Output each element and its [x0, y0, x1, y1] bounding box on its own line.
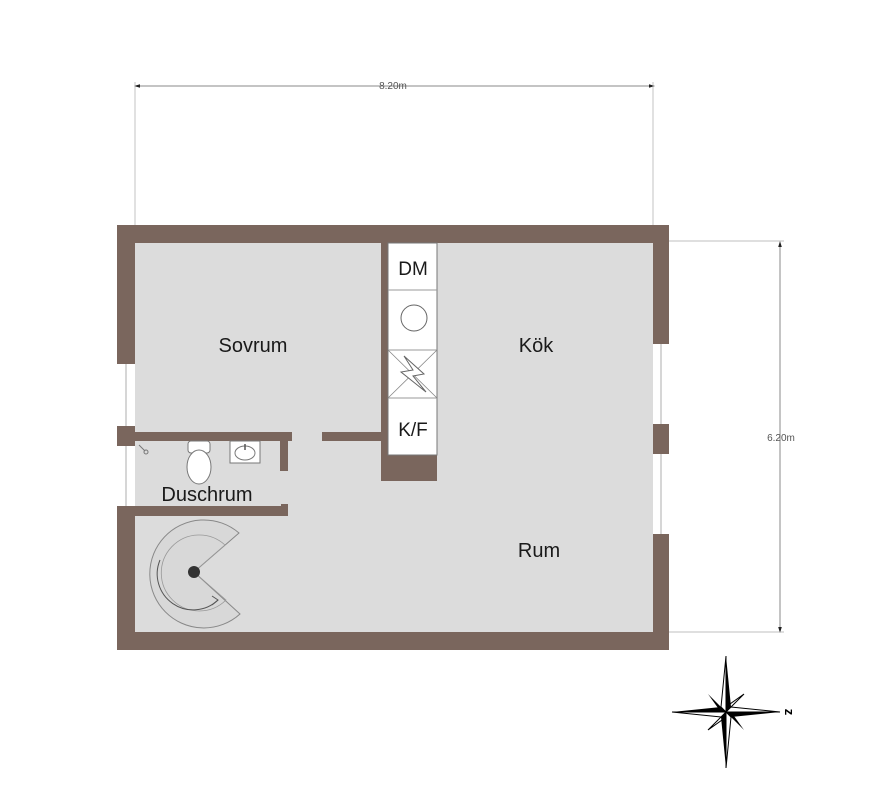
room-label-sovrum: Sovrum: [219, 335, 288, 357]
height-dimension-label: 6.20m: [767, 433, 795, 444]
oven-icon: [387, 349, 438, 399]
stove-icon: [400, 304, 428, 332]
kf-label: K/F: [398, 420, 428, 441]
width-dimension-label: 8.20m: [379, 81, 407, 92]
compass-rose-icon: [671, 655, 781, 769]
room-label-kok: Kök: [519, 335, 554, 357]
compass-north-label: z: [782, 709, 797, 716]
sink-icon: [229, 440, 261, 464]
toilet-icon: [186, 440, 212, 485]
width-dimension: 8.20m: [134, 81, 655, 243]
dm-label: DM: [398, 259, 428, 280]
room-label-rum: Rum: [518, 540, 560, 562]
shower-icon: [138, 444, 149, 455]
room-label-duschrum: Duschrum: [161, 484, 252, 506]
spiral-staircase-icon: [149, 519, 241, 629]
height-dimension: 6.20m: [653, 240, 795, 633]
interior-walls: [117, 243, 437, 516]
kitchen-fixtures: DM K/F: [387, 242, 438, 456]
